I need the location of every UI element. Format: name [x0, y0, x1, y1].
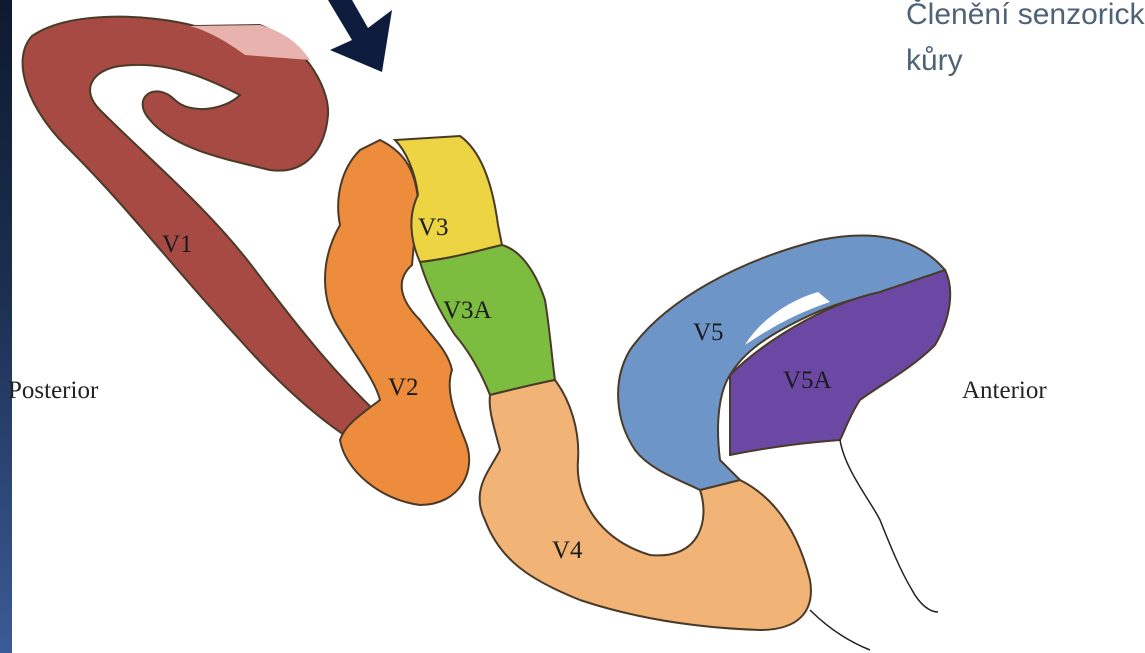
- area-v1-top-fade: [190, 25, 310, 60]
- slide-title: Členění senzorické kůry: [906, 0, 1145, 77]
- cortex-outline-line: [839, 439, 939, 613]
- anterior-label: Anterior: [962, 377, 1047, 404]
- slide-left-accent-bar: [0, 0, 12, 653]
- cortex-outline-line: [809, 609, 871, 651]
- area-label: V1: [162, 231, 193, 258]
- area-label: V3: [418, 214, 449, 241]
- area-v4: [478, 378, 812, 632]
- area-label: V3A: [443, 297, 492, 324]
- area-label: V5: [693, 319, 724, 346]
- area-label: V4: [552, 537, 583, 564]
- posterior-label: Posterior: [8, 377, 99, 404]
- area-v5a: [729, 268, 952, 457]
- area-v1: [21, 15, 392, 442]
- area-label: V5A: [783, 367, 832, 394]
- area-v5: [617, 234, 947, 492]
- area-v2: [324, 138, 471, 507]
- sulcus-gap: [745, 292, 830, 345]
- area-label: V2: [388, 374, 419, 401]
- arrow-icon: [328, 0, 392, 72]
